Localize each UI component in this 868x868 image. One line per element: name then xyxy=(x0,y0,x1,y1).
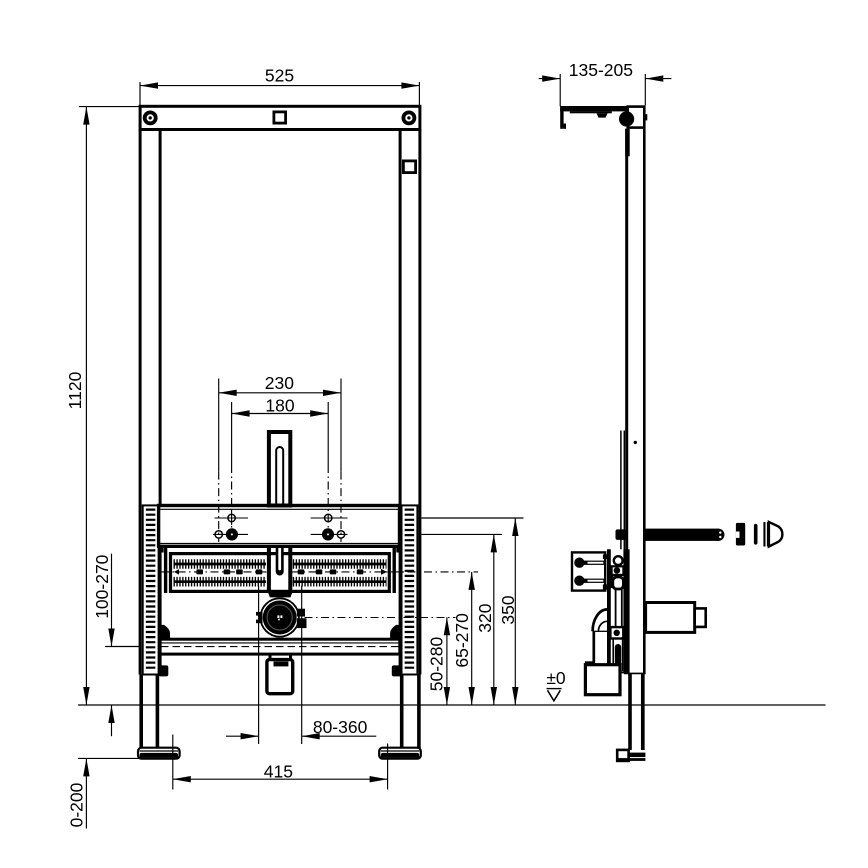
svg-text:65-270: 65-270 xyxy=(452,613,472,668)
svg-text:±0: ±0 xyxy=(546,668,566,688)
svg-text:100-270: 100-270 xyxy=(92,554,112,618)
svg-text:415: 415 xyxy=(264,762,293,782)
svg-text:50-280: 50-280 xyxy=(426,636,446,691)
svg-text:80-360: 80-360 xyxy=(313,717,368,737)
svg-text:135-205: 135-205 xyxy=(569,60,633,80)
svg-text:525: 525 xyxy=(265,65,294,85)
svg-text:0-200: 0-200 xyxy=(67,782,87,827)
svg-text:230: 230 xyxy=(265,373,294,393)
svg-text:320: 320 xyxy=(475,603,495,632)
svg-text:180: 180 xyxy=(265,396,294,416)
svg-text:1120: 1120 xyxy=(65,371,85,409)
svg-text:350: 350 xyxy=(498,595,518,624)
